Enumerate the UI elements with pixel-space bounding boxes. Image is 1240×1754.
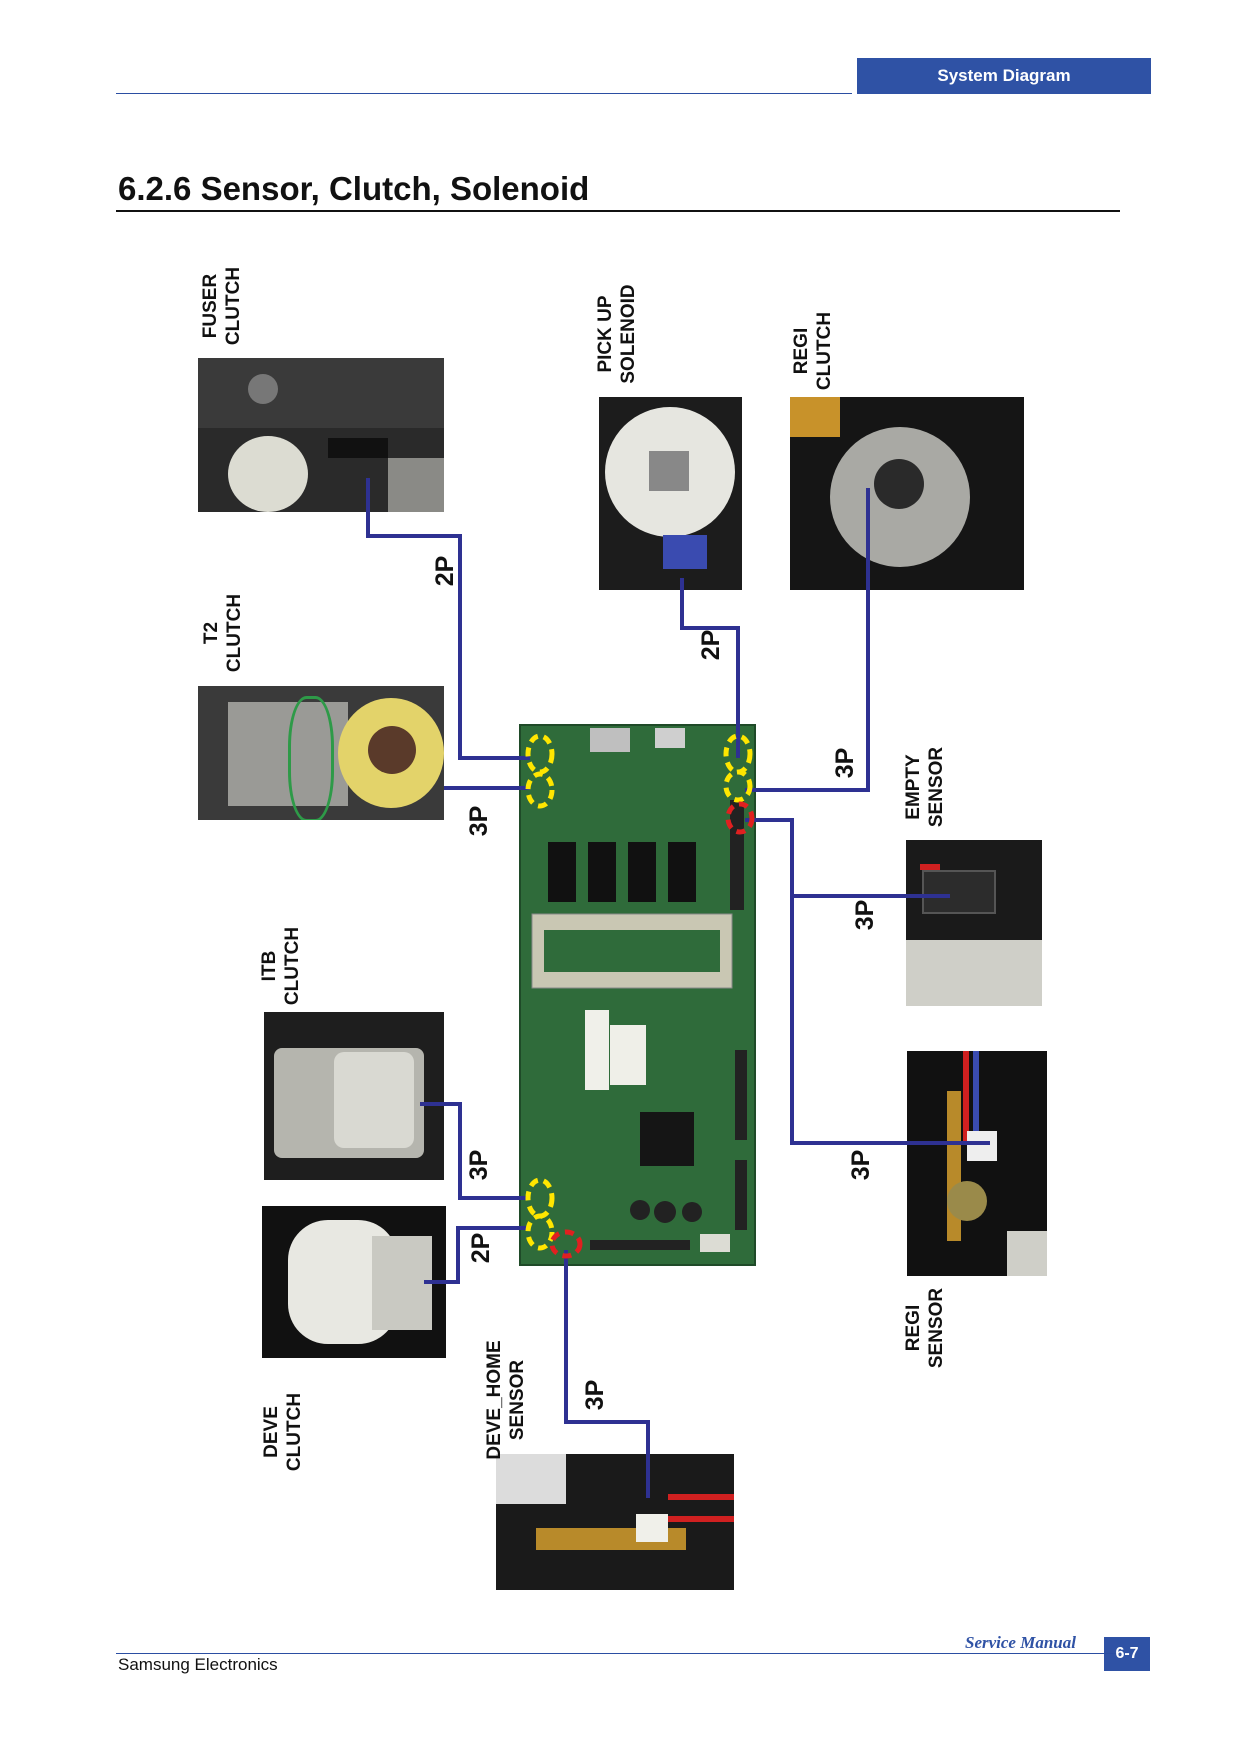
deve-clutch-label: DEVE CLUTCH <box>261 1392 305 1472</box>
pick-up-solenoid-photo <box>599 397 742 590</box>
footer-manual: Service Manual <box>965 1633 1076 1652</box>
t2-connector-label: 3P <box>465 805 493 837</box>
deve-clutch-photo <box>262 1206 446 1358</box>
t2-clutch-label: T2 CLUTCH <box>201 593 245 673</box>
main-board <box>519 724 756 1266</box>
empty-connector-label: 3P <box>851 899 879 931</box>
deve-home-connector-label: 3P <box>581 1379 609 1411</box>
header-rule <box>116 93 852 94</box>
page-number: 6-7 <box>1104 1637 1150 1671</box>
itb-clutch-photo <box>264 1012 444 1180</box>
fuser-clutch-label: FUSER CLUTCH <box>200 266 244 346</box>
deve-connector-label: 2P <box>467 1232 495 1264</box>
regi-clutch-connector-label: 3P <box>831 747 859 779</box>
footer-rule <box>116 1653 1116 1654</box>
wires <box>366 478 990 1498</box>
regi-sensor-connector-label: 3P <box>847 1149 875 1181</box>
regi-sensor-photo <box>907 1051 1047 1276</box>
section-title: 6.2.6 Sensor, Clutch, Solenoid <box>118 170 590 207</box>
regi-clutch-photo <box>790 397 1024 590</box>
regi-sensor-label: REGI SENSOR <box>903 1287 947 1369</box>
title-rule <box>116 210 1120 212</box>
connector-markers <box>525 733 755 1259</box>
t2-clutch-photo <box>198 686 444 820</box>
fuser-clutch-photo <box>198 358 444 512</box>
pick-up-solenoid-label: PICK UP SOLENOID <box>595 284 639 384</box>
deve-home-sensor-label: DEVE_HOME SENSOR <box>484 1340 528 1460</box>
pickup-connector-label: 2P <box>697 629 725 661</box>
empty-sensor-label: EMPTY SENSOR <box>903 746 947 828</box>
itb-connector-label: 3P <box>465 1149 493 1181</box>
regi-clutch-label: REGI CLUTCH <box>791 311 835 391</box>
deve-home-sensor-photo <box>496 1454 734 1590</box>
itb-clutch-label: ITB CLUTCH <box>259 926 303 1006</box>
header-tab: System Diagram <box>857 58 1151 94</box>
fuser-connector-label: 2P <box>431 555 459 587</box>
footer-company: Samsung Electronics <box>118 1655 278 1674</box>
empty-sensor-photo <box>906 840 1042 1006</box>
